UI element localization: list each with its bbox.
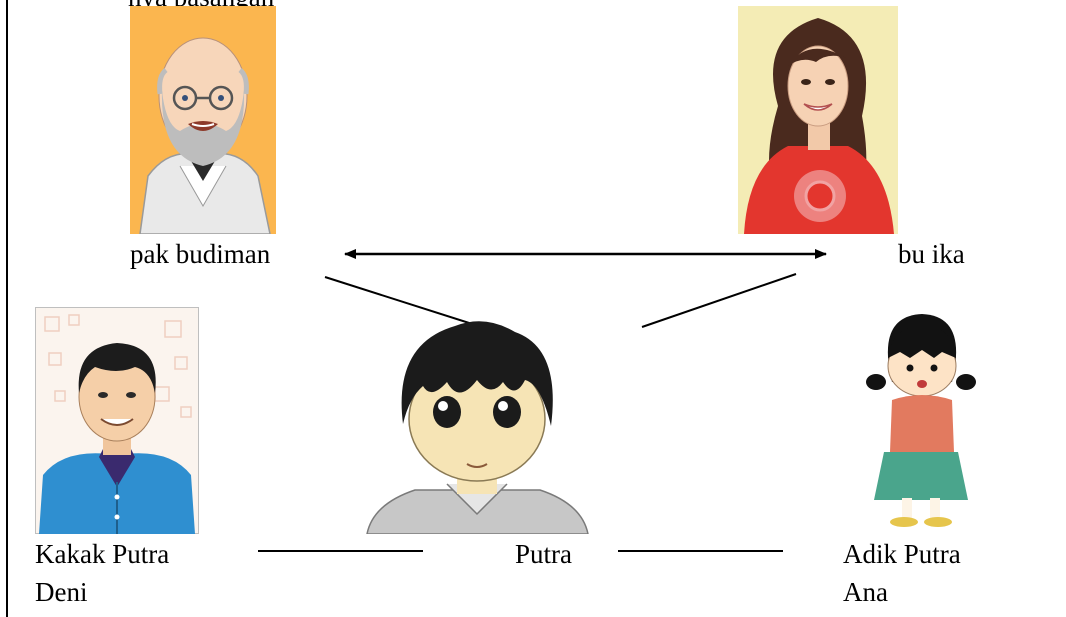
mother-portrait	[738, 6, 898, 234]
page-border	[6, 0, 8, 617]
putra-portrait	[366, 321, 589, 534]
older-sibling-name-label: Deni	[35, 577, 88, 607]
deni-portrait	[35, 307, 199, 534]
older-sibling-relation-label: Kakak Putra	[35, 539, 170, 569]
father-to-putra-line	[324, 276, 489, 330]
younger-sibling-relation-label: Adik Putra	[843, 539, 961, 569]
father-portrait	[130, 6, 276, 234]
self-name-label: Putra	[515, 539, 572, 569]
ana-portrait	[866, 314, 976, 527]
mother-to-putra-line	[641, 273, 797, 328]
younger-sibling-name-label: Ana	[843, 577, 888, 607]
mother-name-label: bu ika	[898, 239, 965, 269]
father-name-label: pak budiman	[130, 239, 271, 269]
